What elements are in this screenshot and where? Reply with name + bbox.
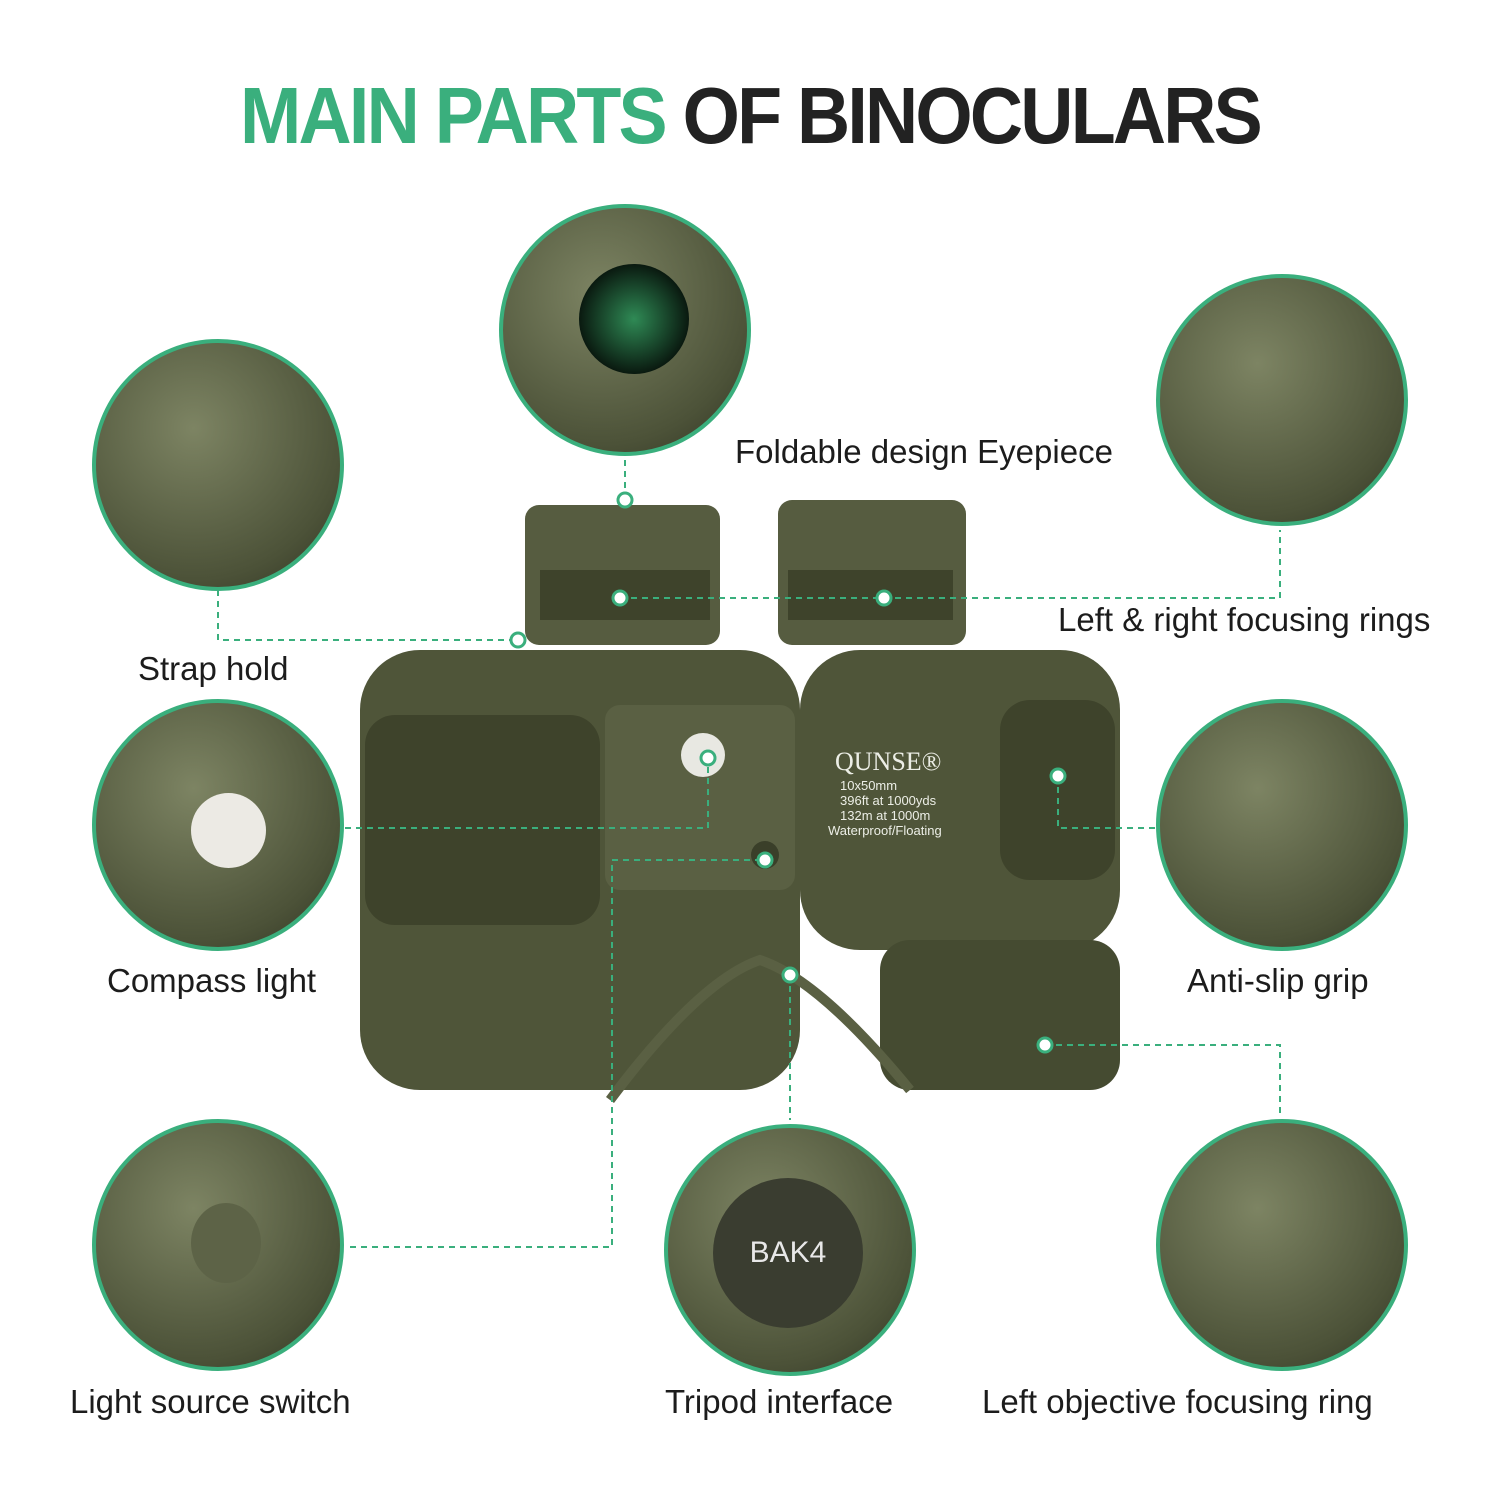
grip-detail-image — [1156, 699, 1408, 951]
light-button-icon — [191, 793, 266, 868]
label-anti-slip-grip: Anti-slip grip — [1187, 962, 1369, 999]
label-focusing-rings: Left & right focusing rings — [1058, 601, 1431, 638]
label-objective-ring: Left objective focusing ring — [982, 1383, 1373, 1420]
strap-hold-detail-image — [92, 339, 344, 591]
focusing-ring-detail-image — [1156, 274, 1408, 526]
label-eyepiece: Foldable design Eyepiece — [735, 433, 1113, 470]
objective-ring-detail-image — [1156, 1119, 1408, 1371]
page-title: MAIN PARTS OF BINOCULARS — [239, 71, 1263, 160]
lens-icon — [579, 264, 689, 374]
connector-lines — [217, 460, 1281, 1248]
svg-text:10x50mm: 10x50mm — [840, 778, 897, 793]
switch-detail-image — [92, 1119, 344, 1371]
svg-text:132m at 1000m: 132m at 1000m — [840, 808, 930, 823]
label-compass-light: Compass light — [107, 962, 317, 999]
label-light-switch: Light source switch — [70, 1383, 351, 1420]
svg-text:QUNSE®: QUNSE® — [835, 747, 941, 776]
callout-dots — [509, 491, 1067, 1054]
svg-text:Waterproof/Floating: Waterproof/Floating — [828, 823, 942, 838]
svg-text:396ft at 1000yds: 396ft at 1000yds — [840, 793, 937, 808]
label-tripod: Tripod interface — [665, 1383, 894, 1420]
label-strap-hold: Strap hold — [138, 650, 289, 687]
eyepiece-detail-image — [499, 204, 751, 456]
switch-button-icon — [191, 1203, 261, 1283]
compass-light-detail-image — [92, 699, 344, 951]
binocular-body: QUNSE® 10x50mm 396ft at 1000yds 132m at … — [360, 500, 1120, 1104]
tripod-detail-image: BAK4 — [664, 1124, 916, 1376]
bak4-cap: BAK4 — [713, 1178, 863, 1328]
